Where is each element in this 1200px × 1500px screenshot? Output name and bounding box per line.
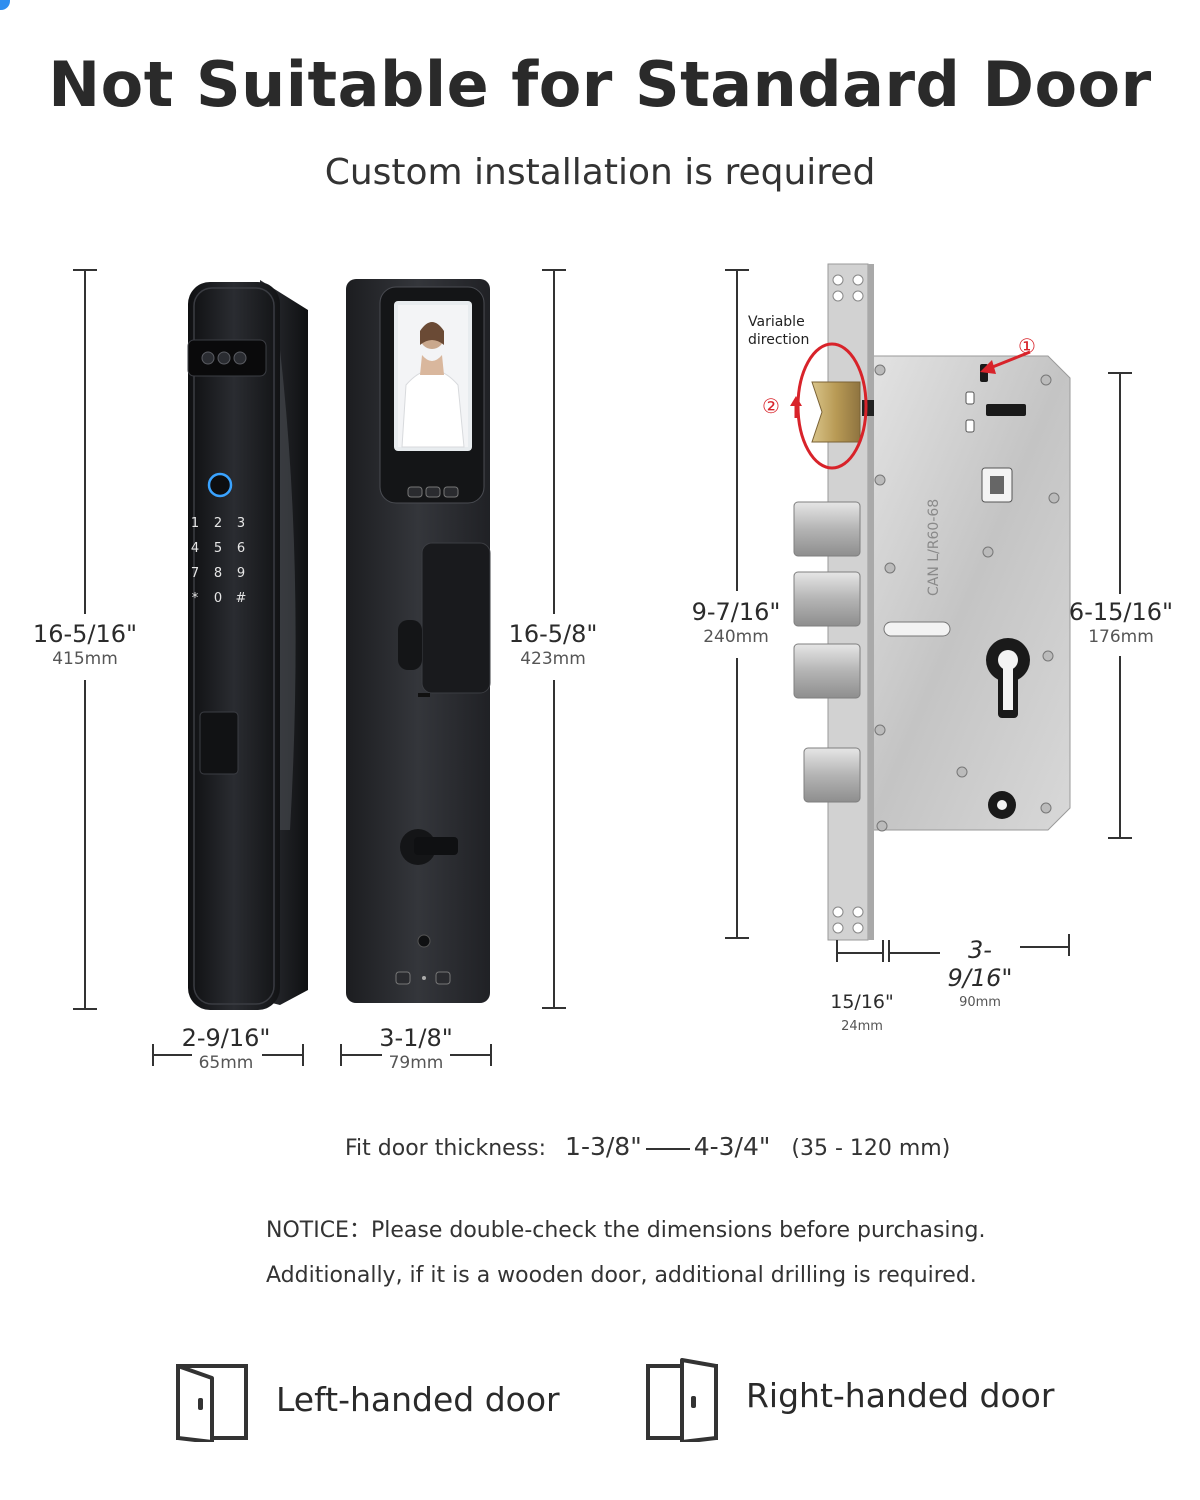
keypad-key[interactable]: *: [191, 591, 199, 606]
mortise-body-height-dimension: 6-15/16" 176mm: [1066, 598, 1176, 648]
lock-back-width-mm: 79mm: [388, 1053, 444, 1073]
keypad-key[interactable]: 0: [213, 591, 223, 606]
keypad-key[interactable]: 8: [213, 566, 223, 581]
lock-back-panel: [346, 279, 491, 1003]
mortise-depth-in: 3-9/16": [947, 936, 1013, 992]
lock-back-width-dimension: 3-1/8" 79mm: [366, 1024, 466, 1074]
mortise-engraving: CAN L/R60-68: [926, 499, 942, 596]
dim-line: [553, 680, 555, 1008]
left-handed-door-label: Left-handed door: [276, 1380, 560, 1419]
notice-line-2: Additionally, if it is a wooden door, ad…: [266, 1263, 977, 1288]
mortise-faceplate-mm: 24mm: [841, 1019, 883, 1034]
dim-line: [152, 1054, 192, 1056]
dim-line: [736, 269, 738, 591]
mortise-height-mm: 240mm: [703, 627, 769, 647]
marker-1: ①: [1018, 334, 1036, 358]
mortise-height-in: 9-7/16": [691, 598, 781, 626]
dim-tick: [542, 1007, 566, 1009]
keypad-key[interactable]: 3: [236, 516, 246, 531]
keypad-key[interactable]: 2: [213, 516, 223, 531]
lock-front-height-dimension: 16-5/16" 415mm: [20, 620, 150, 670]
keypad-key[interactable]: 9: [236, 566, 246, 581]
lock-back-height-dimension: 16-5/8" 423mm: [488, 620, 618, 670]
mortise-faceplate-in: 15/16": [830, 991, 894, 1013]
lock-back-height-mm: 423mm: [520, 649, 586, 669]
lock-back-width-in: 3-1/8": [379, 1024, 453, 1052]
dim-tick: [888, 940, 890, 962]
dim-line: [84, 680, 86, 1010]
dim-line: [1119, 656, 1121, 838]
left-door-icon: [176, 1364, 248, 1442]
dim-tick: [836, 940, 838, 962]
keypad-key[interactable]: 6: [236, 541, 246, 556]
fit-label: Fit door thickness:: [345, 1136, 547, 1161]
mortise-lock-body: CAN L/R60-68: [790, 263, 1071, 941]
mortise-depth-dimension: 3-9/16" 90mm: [940, 936, 1020, 1014]
right-handed-door-label: Right-handed door: [746, 1376, 1055, 1415]
lock-front-height-in: 16-5/16": [32, 620, 138, 648]
variable-direction-note: Variable direction: [748, 314, 810, 348]
right-door-icon: [646, 1358, 718, 1442]
mortise-faceplate-dimension: 15/16" 24mm: [820, 988, 904, 1038]
lock-back-height-in: 16-5/8": [508, 620, 598, 648]
fit-max: 4-3/4": [693, 1132, 771, 1161]
mortise-depth-mm: 90mm: [959, 995, 1001, 1010]
dim-line: [262, 1054, 302, 1056]
dim-tick: [73, 1008, 97, 1010]
fit-mm: (35 - 120 mm): [791, 1136, 951, 1161]
dim-tick: [490, 1044, 492, 1066]
keypad-key[interactable]: 5: [213, 541, 223, 556]
fit-door-thickness: Fit door thickness: 1-3/8" 4-3/4" (35 - 1…: [345, 1132, 950, 1161]
keypad-key[interactable]: 4: [190, 541, 200, 556]
page-subtitle: Custom installation is required: [324, 152, 876, 193]
dim-tick: [725, 937, 749, 939]
keypad-key[interactable]: 1: [190, 516, 200, 531]
dim-line: [836, 952, 882, 954]
mortise-body-height-mm: 176mm: [1088, 627, 1154, 647]
fit-min: 1-3/8": [565, 1132, 642, 1161]
mortise-body-height-in: 6-15/16": [1068, 598, 1174, 626]
lock-front-width-mm: 65mm: [198, 1053, 254, 1073]
dim-line: [84, 269, 86, 614]
keypad: 1 2 3 4 5 6 7 8 9 * 0 #: [184, 516, 254, 606]
keypad-key[interactable]: #: [235, 591, 247, 606]
dim-line: [340, 1054, 382, 1056]
mortise-height-dimension: 9-7/16" 240mm: [680, 598, 792, 648]
dim-tick: [882, 940, 884, 962]
dim-line: [1119, 372, 1121, 594]
dim-line: [888, 952, 940, 954]
corner-indicator: [0, 0, 10, 10]
dim-line: [450, 1054, 492, 1056]
fit-range-dash: [645, 1148, 690, 1150]
dim-line: [736, 658, 738, 938]
marker-2: ②: [762, 394, 780, 418]
dim-tick: [1068, 934, 1070, 956]
dim-line: [553, 269, 555, 614]
dim-tick: [302, 1044, 304, 1066]
lock-front-height-mm: 415mm: [52, 649, 118, 669]
lock-front-width-dimension: 2-9/16" 65mm: [176, 1024, 276, 1074]
dim-tick: [1108, 837, 1132, 839]
lock-front-width-in: 2-9/16": [181, 1024, 271, 1052]
page-title: Not Suitable for Standard Door: [48, 48, 1152, 121]
lock-front-panel: [187, 280, 308, 1010]
notice-line-1: NOTICE：Please double-check the dimension…: [266, 1218, 986, 1243]
keypad-key[interactable]: 7: [190, 566, 200, 581]
dim-line: [1020, 946, 1068, 948]
